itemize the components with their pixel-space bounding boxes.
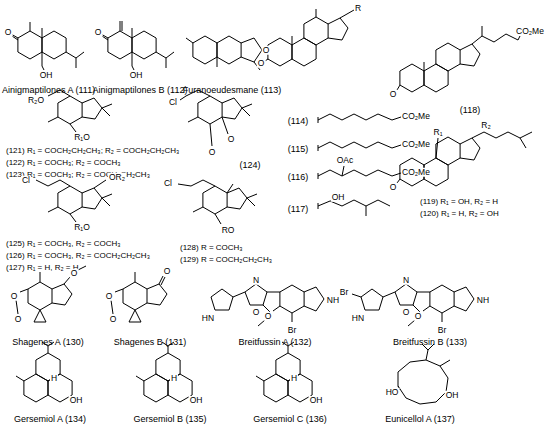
atom-label: O — [402, 308, 411, 317]
atom-label: R₁ — [432, 128, 443, 137]
compound-label: (114) — [288, 117, 308, 126]
substituent-note: (122) R₁ = COCH₃; R₂ = COCH₃ — [6, 159, 121, 167]
compound-label: Breitfussin B (133) — [393, 338, 467, 347]
atom-label: HN — [351, 314, 365, 323]
atom-label: O — [262, 46, 271, 55]
atom-label: OH — [445, 391, 460, 400]
atom-label: CO₂Me — [401, 140, 431, 149]
atom-label: O — [227, 135, 236, 144]
atom-label: HN — [201, 314, 215, 323]
compound-label: Shagenes A (130) — [12, 338, 84, 347]
atom-label: O — [257, 59, 266, 68]
atom-label: OH — [39, 71, 54, 80]
atom-label: R₁O — [73, 133, 91, 142]
atom-label: O — [109, 315, 118, 324]
compound-label: Gersemiol A (134) — [14, 415, 86, 424]
substituent-note: (120) R₁ = H, R₂ = OH — [420, 210, 499, 218]
atom-label: R₂O — [27, 96, 45, 105]
atom-label: R₂ — [480, 121, 491, 130]
atom-label: O — [163, 267, 172, 276]
compound-label: Furanoeudesmane (113) — [183, 86, 281, 95]
atom-label: R — [354, 4, 362, 13]
substituent-note: (126) R₁ = COCH₃, R₂ = COCH₂CH₂CH₃ — [6, 252, 150, 260]
atom-label: Br — [339, 288, 350, 297]
compound-label: (118) — [460, 106, 480, 115]
atom-label: OH — [189, 396, 204, 405]
substituent-note: (125) R₁ = COCH₃, R₂ = COCH₃ — [6, 240, 121, 248]
atom-label: HO — [385, 388, 400, 397]
substituent-note: (129) R = COCH₂CH₂CH₃ — [180, 256, 272, 264]
atom-label: O — [389, 90, 398, 99]
atom-label: O — [208, 148, 217, 157]
atom-label: CO₂Me — [401, 168, 431, 177]
compound-label: (117) — [288, 205, 308, 214]
atom-label: OH — [69, 396, 84, 405]
compound-label: Eunicellol A (137) — [385, 415, 455, 424]
atom-label: O — [389, 183, 398, 192]
atom-label: OH — [129, 71, 144, 80]
atom-label: O — [4, 28, 13, 37]
compound-label: (116) — [288, 173, 308, 182]
atom-label: Br — [437, 326, 448, 335]
atom-label: Cl — [21, 176, 31, 185]
compound-label: (124) — [239, 161, 260, 170]
atom-label: O — [94, 28, 103, 37]
atom-label: CO₂Me — [401, 112, 431, 121]
compound-label: Shagenes B (131) — [114, 338, 187, 347]
compound-label: Gersemiol B (135) — [133, 415, 206, 424]
atom-label: O — [10, 292, 19, 301]
atom-label: O — [14, 315, 23, 324]
compound-label: Ainigmaptilones A (111) — [2, 86, 95, 95]
substituent-note: (127) R₁ = H, R₂ = H — [6, 264, 79, 272]
atom-label: H — [290, 374, 298, 383]
substituent-note: (121) R₁ = COCH₂CH₂CH₃; R₂ = COCH₂CH₂CH₃ — [6, 147, 179, 155]
atom-label: O — [252, 308, 261, 317]
atom-label: N — [252, 276, 260, 285]
atom-label: CO₂Me — [515, 27, 545, 36]
atom-label: H — [170, 374, 178, 383]
atom-label: Cl — [168, 98, 178, 107]
atom-label: O — [105, 292, 114, 301]
atom-label: OH — [331, 193, 346, 202]
substituent-note: (119) R₁ = OH, R₂ = H — [420, 198, 498, 206]
atom-label: OH — [309, 396, 324, 405]
substituent-note: (128) R = COCH₃ — [180, 244, 243, 252]
atom-label: O — [264, 312, 273, 321]
atom-label: O — [414, 312, 423, 321]
atom-label: RO — [221, 226, 236, 235]
atom-label: OR₂ — [108, 173, 126, 182]
atom-label: NH — [476, 296, 490, 305]
compound-label: Gersemiol C (136) — [253, 415, 327, 424]
atom-label: OAc — [336, 156, 355, 165]
compound-label: Ainigmaptilones B (112) — [93, 86, 188, 95]
atom-label: Cl — [163, 179, 173, 188]
atom-label: H — [50, 374, 58, 383]
atom-label: NH — [326, 296, 340, 305]
compound-label: (115) — [288, 145, 308, 154]
atom-label: Br — [287, 326, 298, 335]
atom-label: O — [70, 269, 79, 278]
atom-label: R₁O — [73, 223, 91, 232]
compound-label: Breitfussin A (132) — [238, 338, 311, 347]
atom-label: N — [402, 276, 410, 285]
